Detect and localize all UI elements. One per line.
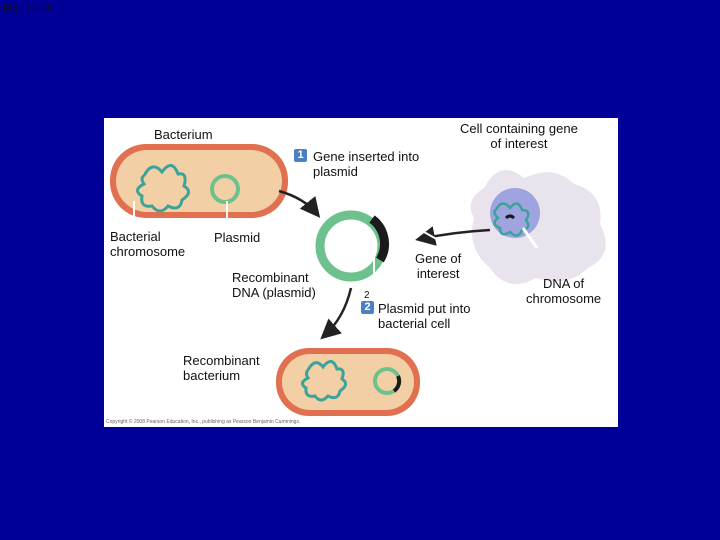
bacterium-cell [110, 144, 288, 220]
step-1-badge: 1 [294, 149, 307, 162]
step-1-text: Gene inserted into plasmid [313, 149, 420, 179]
dna-of-chromosome-label: DNA of chromosome [526, 276, 602, 306]
donor-nucleus [490, 188, 540, 238]
bacterial-chromosome-label: Bacterial chromosome [110, 229, 186, 259]
donor-dna [493, 202, 530, 237]
donor-cell [470, 170, 606, 285]
figure-panel: Bacterium Bacterial chromosome Plasmid R… [104, 118, 618, 427]
copyright-notice: Copyright © 2008 Pearson Education, Inc.… [106, 419, 301, 425]
arrow-to-recombinant-dna [278, 189, 321, 218]
recombinant-bacterium-label: Recombinant bacterium [183, 353, 260, 383]
plasmid-ring [210, 174, 240, 204]
figure-illustration [110, 144, 606, 416]
recombinant-chromosome-dna [301, 360, 347, 402]
recombinant-dna-label: Recombinant DNA (plasmid) [232, 270, 316, 300]
cell-with-gene-label: Cell containing gene of interest [460, 121, 578, 151]
step-2-badge: 2 [361, 301, 374, 314]
recombinant-bacterium-cell [276, 348, 420, 416]
arrow-to-recombinant-bacterium [320, 287, 353, 340]
stray-step-number: 2 [364, 290, 370, 301]
plasmid-label: Plasmid [214, 230, 261, 245]
arrow-from-donor [415, 226, 491, 246]
recombinant-plasmid [315, 210, 389, 283]
bacterium-label: Bacterium [154, 127, 213, 142]
gene-of-interest-segment [504, 214, 516, 220]
gene-of-interest-label: Gene of interest [415, 251, 462, 281]
step-2-text: Plasmid put into bacterial cell [378, 301, 471, 331]
bacterial-chromosome-dna [136, 164, 190, 213]
slide-label: Fig. 20-2a [3, 3, 53, 15]
